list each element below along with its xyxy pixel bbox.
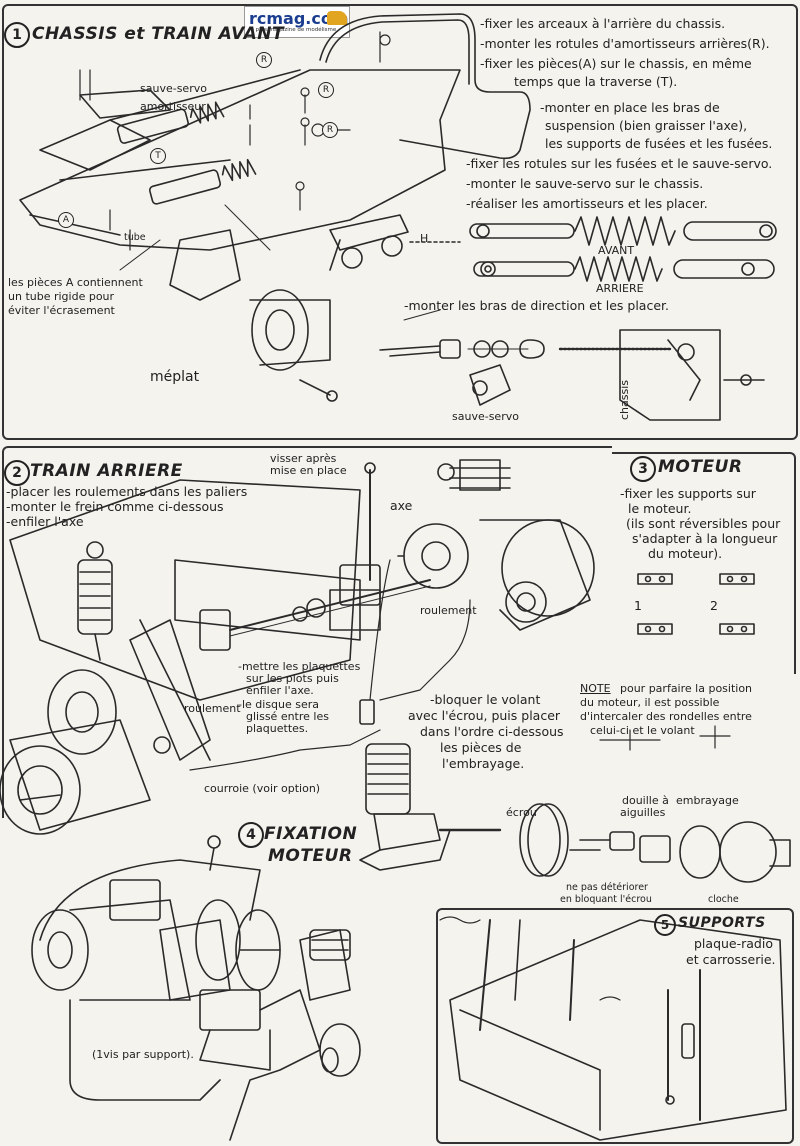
step-text: -enfiler l'axe — [6, 514, 84, 529]
note-line: -bloquer le volant — [430, 692, 541, 707]
step-text: les supports de fusées et les fusées. — [545, 136, 773, 151]
figure-1-label: 1 — [634, 598, 642, 613]
label-ne-pas: ne pas détériorer — [566, 882, 648, 893]
section4-number-badge: 4 — [238, 822, 264, 848]
note-line: un tube rigide pour — [8, 290, 115, 303]
note-line: enfiler l'axe. — [246, 684, 314, 697]
label-roulement: roulement — [184, 702, 241, 715]
step-text: -fixer les arceaux à l'arrière du chassi… — [480, 16, 726, 31]
step-text: -fixer les rotules sur les fusées et le … — [466, 156, 773, 171]
section1-frame — [2, 4, 798, 440]
step-text: -monter les bras de direction et les pla… — [404, 298, 669, 313]
step-text: -monter en place les bras de — [540, 100, 720, 115]
figure-2-label: 2 — [710, 598, 718, 613]
section2-number-badge: 2 — [4, 460, 30, 486]
callout-a: A — [58, 212, 74, 228]
step-text: -placer les roulements dans les paliers — [6, 484, 248, 499]
step-text: -fixer les pièces(A) sur le chassis, en … — [480, 56, 752, 71]
note-line: glissé entre les — [246, 710, 329, 723]
label-cloche: cloche — [708, 894, 739, 905]
car-logo-icon — [327, 11, 347, 25]
label-avant: AVANT — [598, 244, 635, 257]
step-text: suspension (bien graisser l'axe), — [545, 118, 748, 133]
callout-r: R — [256, 52, 272, 68]
step-text: -monter les rotules d'amortisseurs arriè… — [480, 36, 770, 51]
step-text: -monter le sauve-servo sur le chassis. — [466, 176, 704, 191]
step-text: (ils sont réversibles pour — [626, 516, 781, 531]
label-amortisseur: amortisseur — [140, 100, 206, 113]
section4-title: FIXATION — [264, 824, 358, 844]
section5-subtitle: plaque-radio — [694, 936, 773, 951]
note-line: plaquettes. — [246, 722, 309, 735]
section3-title: MOTEUR — [658, 457, 743, 477]
label-meplat: méplat — [150, 369, 200, 385]
label-tube: tube — [124, 232, 146, 243]
label-roulement: roulement — [420, 604, 477, 617]
callout-r: R — [322, 122, 338, 138]
section5-title: SUPPORTS — [678, 915, 766, 931]
note-line: pour parfaire la position — [620, 682, 753, 695]
section1-number-badge: 1 — [4, 22, 30, 48]
step-text: du moteur). — [648, 546, 723, 561]
step-text: s'adapter à la longueur — [632, 531, 778, 546]
step-text: le moteur. — [628, 501, 692, 516]
step-text: temps que la traverse (T). — [514, 74, 678, 89]
label-h: H — [420, 232, 429, 245]
label-embrayage: embrayage — [676, 794, 739, 807]
label-chassis: chassis — [618, 379, 631, 420]
label-douille: aiguilles — [620, 806, 666, 819]
callout-r: R — [318, 82, 334, 98]
logo-tagline: le plus magazine de modélisme — [249, 27, 337, 33]
section3-number-badge: 3 — [630, 456, 656, 482]
note-line: dans l'ordre ci-dessous — [420, 724, 564, 739]
step-text: -réaliser les amortisseurs et les placer… — [466, 196, 708, 211]
callout-t: T — [150, 148, 166, 164]
section2-title: TRAIN ARRIERE — [30, 461, 183, 481]
note-line: les pièces de — [440, 740, 522, 755]
note-label: NOTE — [580, 682, 611, 695]
note-line: éviter l'écrasement — [8, 304, 115, 317]
note-line: d'intercaler des rondelles entre — [580, 710, 752, 723]
label-sauve-servo: sauve-servo — [140, 82, 207, 95]
label-axe: axe — [390, 498, 413, 513]
note-line: avec l'écrou, puis placer — [408, 708, 561, 723]
section2-3-frame — [2, 446, 612, 818]
label-sauve-servo-bottom: sauve-servo — [452, 410, 519, 423]
note-line: du moteur, il est possible — [580, 696, 720, 709]
label-visser: mise en place — [270, 464, 347, 477]
label-douille: douille à — [622, 794, 669, 807]
step-text: -monter le frein comme ci-dessous — [6, 499, 224, 514]
section5-subtitle: et carrosserie. — [686, 952, 776, 967]
note-line: l'embrayage. — [442, 756, 525, 771]
note-line: -le disque sera — [238, 698, 320, 711]
label-visser: visser après — [270, 452, 337, 465]
logo-name: rcmag.com — [249, 9, 349, 28]
section1-title: CHASSIS et TRAIN AVANT — [32, 24, 285, 44]
section4-title: MOTEUR — [268, 846, 353, 866]
note-line: sur les plots puis — [246, 672, 339, 685]
label-ecrou: écrou — [506, 806, 537, 819]
label-courroie: courroie (voir option) — [204, 782, 321, 795]
step-text: -fixer les supports sur — [620, 486, 756, 501]
vis-note: (1vis par support). — [92, 1048, 194, 1061]
rcmag-logo: rcmag.com le plus magazine de modélisme — [244, 6, 350, 38]
label-arriere: ARRIERE — [596, 282, 644, 295]
section3-frame — [612, 452, 796, 674]
section5-number-badge: 5 — [654, 914, 676, 936]
note-line: les pièces A contiennent — [8, 276, 143, 289]
note-line: -mettre les plaquettes — [238, 660, 361, 673]
section5-frame — [436, 908, 794, 1144]
note-line: celui-ci et le volant — [590, 724, 695, 737]
label-ne-pas: en bloquant l'écrou — [560, 894, 652, 905]
